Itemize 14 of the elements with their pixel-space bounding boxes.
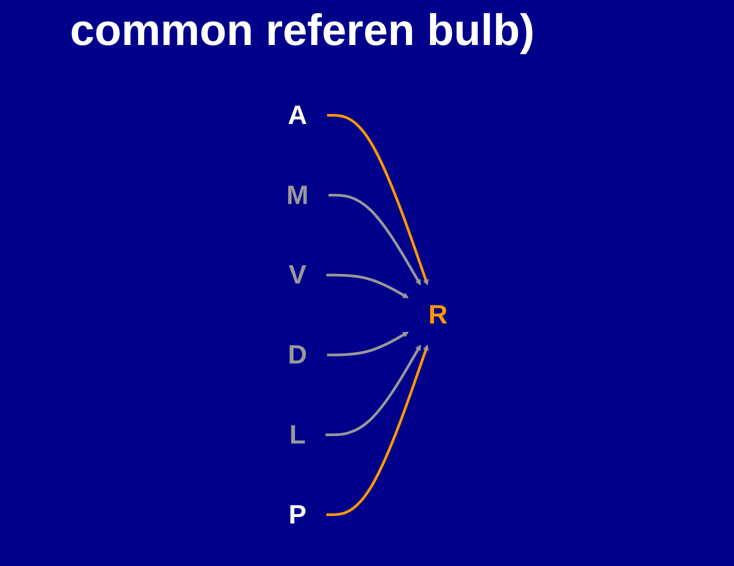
node-text: A bbox=[288, 100, 308, 130]
arrow bbox=[328, 194, 421, 286]
arrow bbox=[326, 344, 429, 516]
node-text: R bbox=[428, 300, 448, 330]
arrow bbox=[327, 114, 429, 286]
arrow bbox=[326, 274, 409, 298]
node-text: V bbox=[288, 260, 306, 290]
node-text: P bbox=[288, 500, 306, 530]
node-text: M bbox=[286, 180, 309, 210]
arrow bbox=[327, 332, 409, 356]
node-text: D bbox=[288, 340, 308, 370]
slide-title: common referen bulb) bbox=[70, 6, 534, 56]
node-text: L bbox=[289, 420, 306, 450]
arrow bbox=[326, 344, 421, 436]
